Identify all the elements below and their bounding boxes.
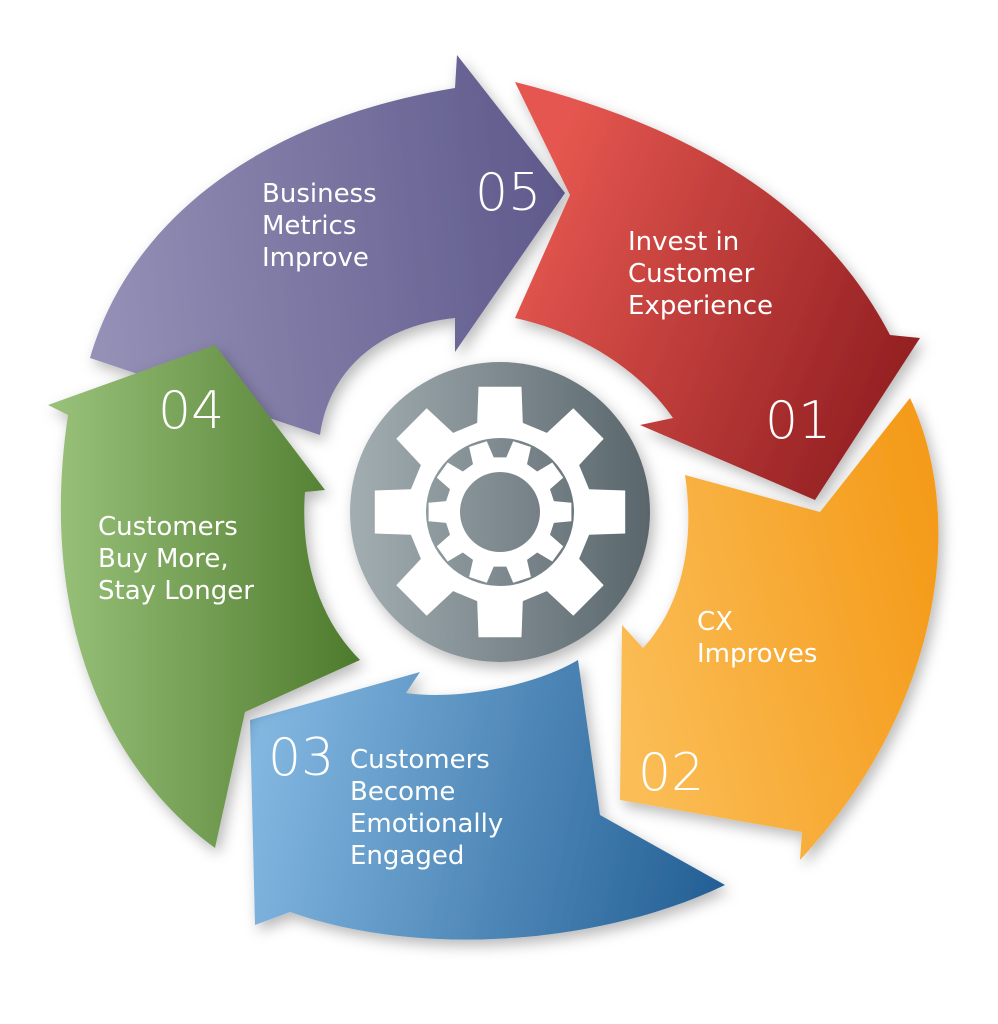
gear-outer-ring [374,386,626,638]
step-02-label: CX Improves [697,607,817,669]
step-02-arrow [620,398,939,860]
step-04-arrow [48,345,360,848]
step-03-segment [250,660,725,940]
step-01-segment [515,82,920,500]
step-03-number: 03 [268,728,334,788]
step-03-arrow [250,660,725,940]
step-02-text: CX Improves 02 [638,607,817,803]
step-04-segment [48,345,360,848]
step-05-text: Business Metrics Improve 05 [262,163,541,273]
center-hub [350,362,650,662]
step-05-label: Business Metrics Improve [262,179,385,273]
step-01-arrow [515,82,920,500]
step-05-arrow [90,55,565,435]
step-01-text: Invest in Customer Experience 01 [628,227,831,451]
gear-icon [374,386,626,638]
step-02-number: 02 [638,743,704,803]
step-01-label: Invest in Customer Experience [628,227,773,321]
step-04-text: Customers Buy More, Stay Longer 04 [98,381,254,606]
step-03-label: Customers Become Emotionally Engaged [350,745,512,871]
gear-core [473,485,527,539]
step-03-text: Customers Become Emotionally Engaged 03 [268,728,512,871]
step-02-segment [620,398,939,860]
step-04-number: 04 [158,381,224,441]
step-04-label: Customers Buy More, Stay Longer [98,512,254,606]
gear-inner-cog [428,441,572,583]
step-05-segment [90,55,565,435]
step-05-number: 05 [475,163,541,223]
step-01-number: 01 [765,391,831,451]
